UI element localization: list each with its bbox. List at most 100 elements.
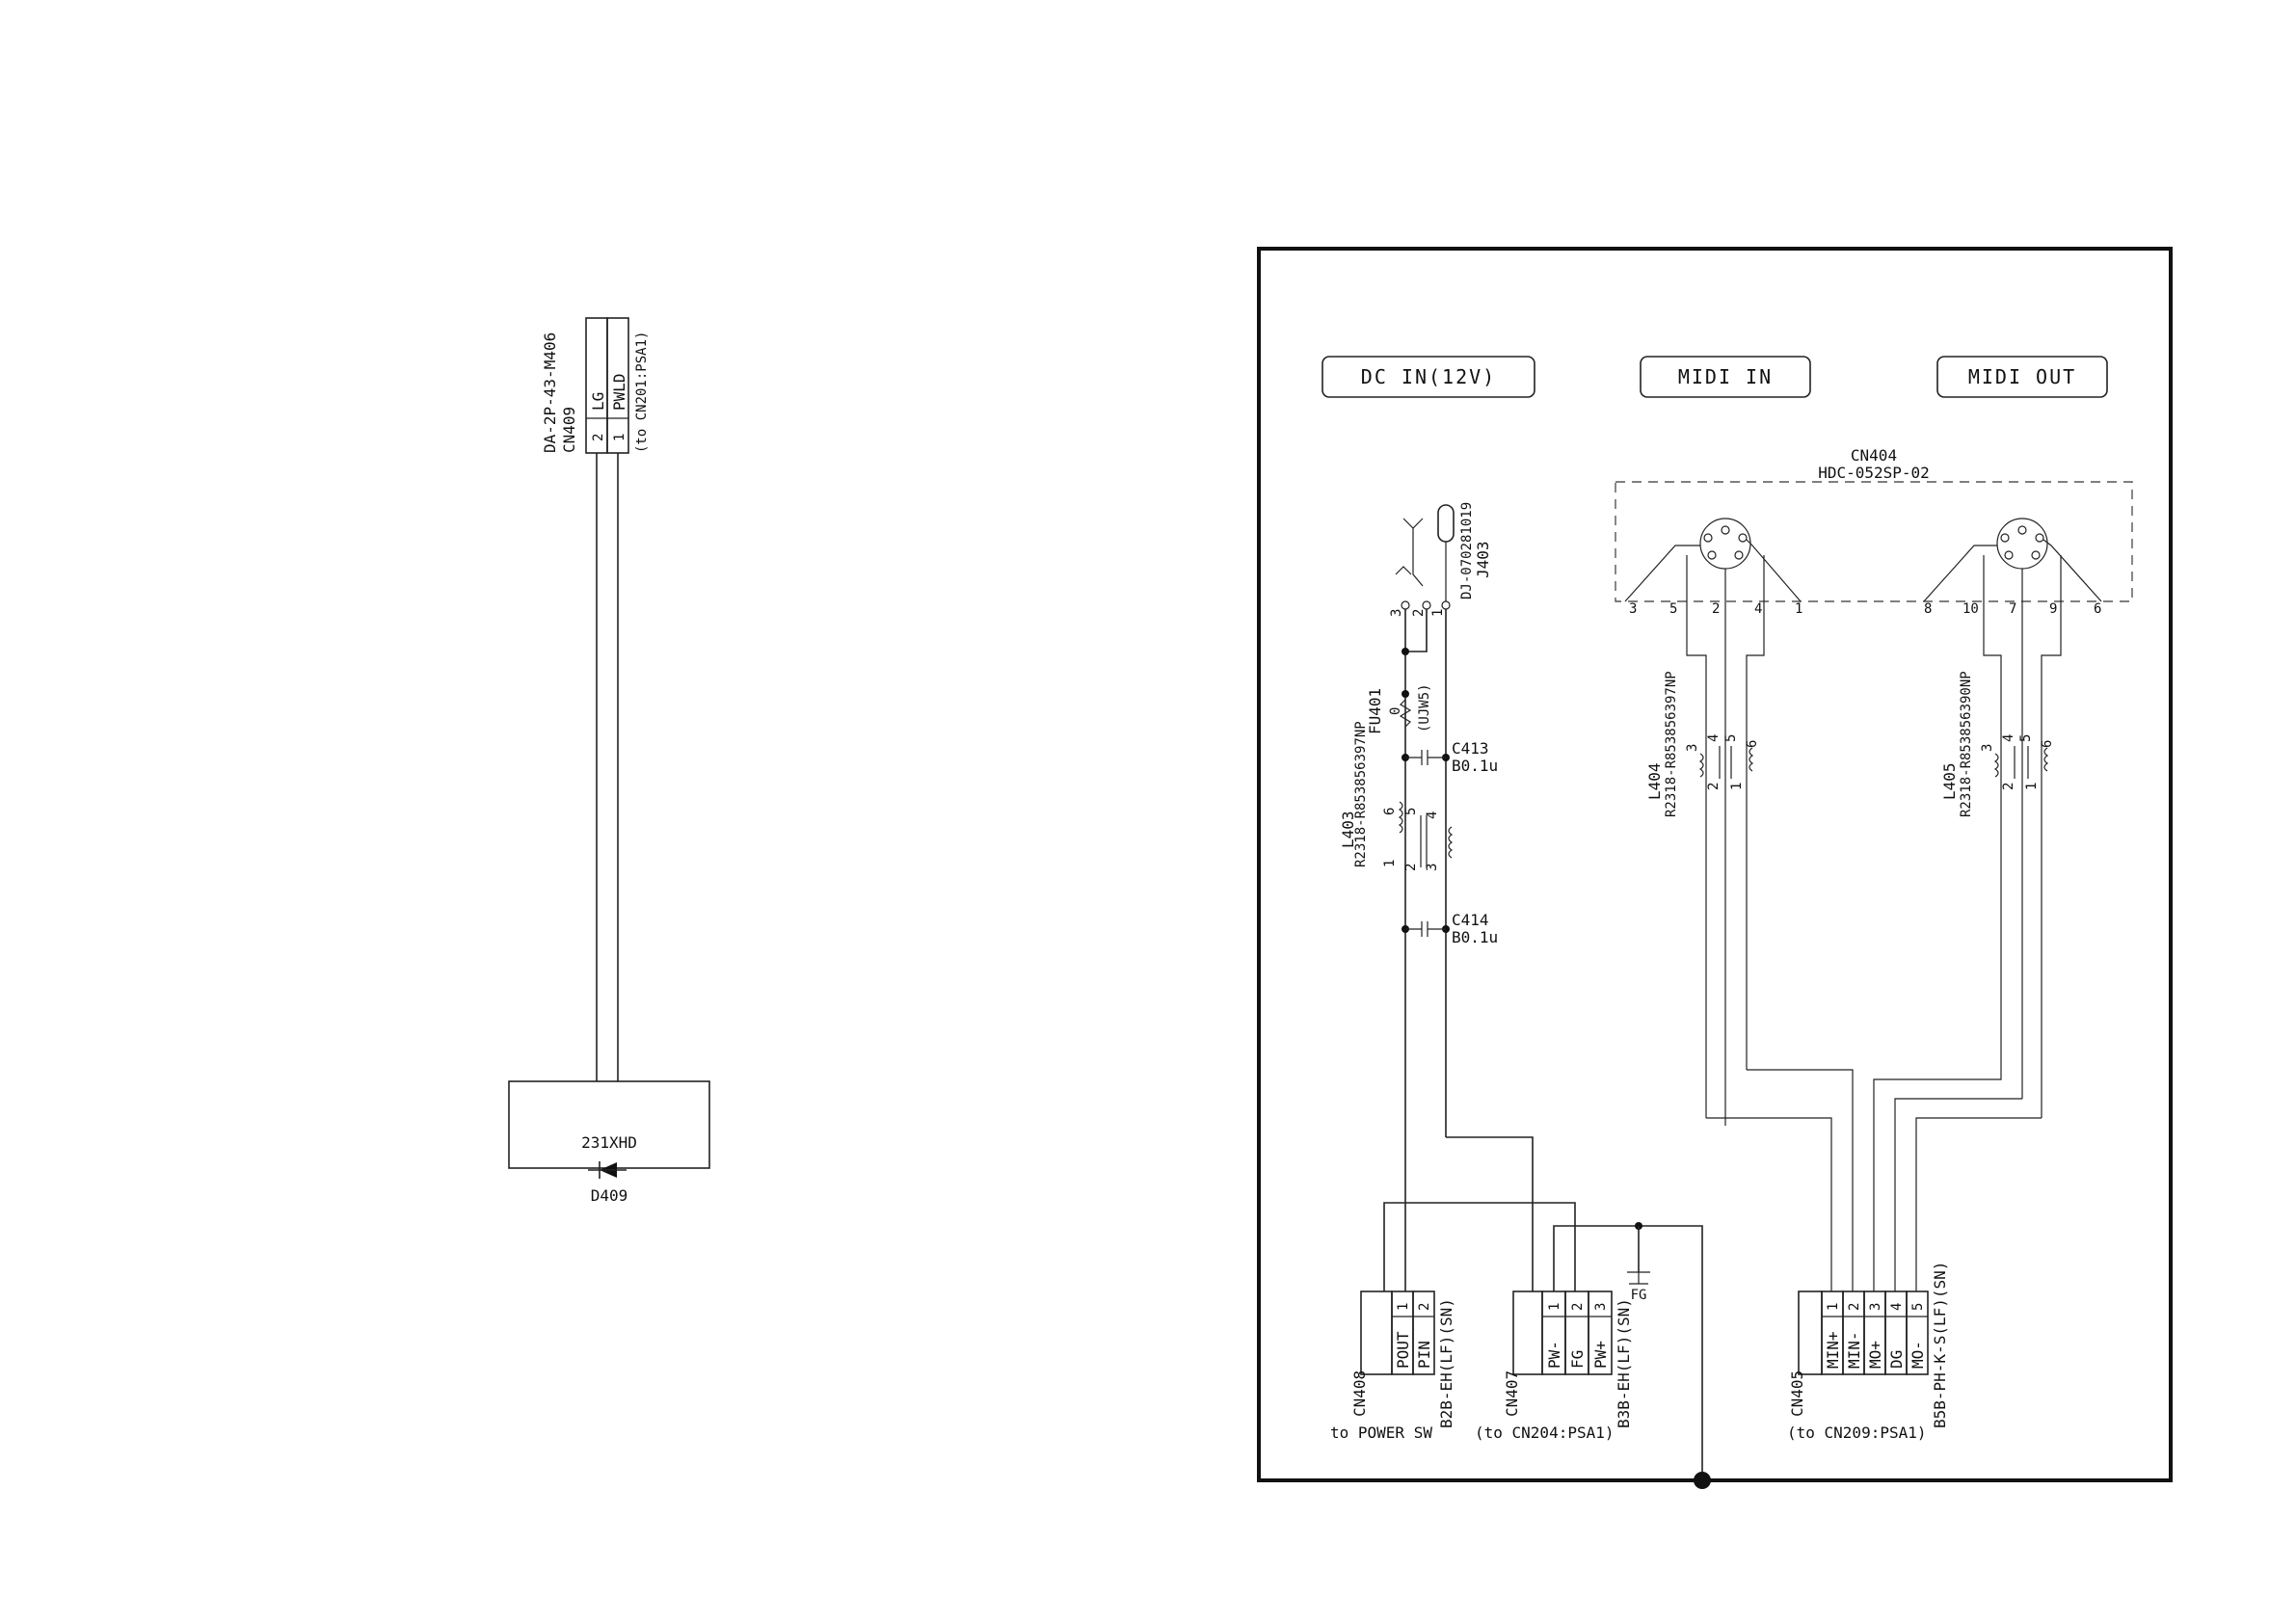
c414-value: B0.1u [1452,928,1498,946]
j403-pin-2: 2 [1411,609,1427,617]
c413-value: B0.1u [1452,757,1498,775]
l403-choke: R2318-R853856397NP L403 6 5 4 1 2 3 [1339,721,1454,871]
main-board-frame [1257,247,2173,1482]
fu401-fuse: FU401 0 (UJW5) [1366,683,1432,734]
fu401-ref: FU401 [1366,688,1384,734]
midi-out-pin-8: 8 [1924,601,1932,617]
cn407-connector: 1 2 3 PW- FG PW+ B3B-EH(LF)(SN) CN407 (t… [1475,1290,1633,1442]
l403-part: R2318-R853856397NP [1353,721,1369,867]
c414-ref: C414 [1452,911,1489,929]
l404-pin-4: 4 [1706,734,1722,742]
midi-out-pin-6: 6 [2094,601,2101,617]
cn408-ref: CN408 [1350,1370,1369,1417]
c413-ref: C413 [1452,739,1489,758]
midi-in-pin-2: 2 [1712,601,1720,617]
l403-pin-1: 1 [1382,860,1398,867]
frame-ground-node [1694,1472,1711,1489]
midi-out-pin-7: 7 [2009,601,2016,617]
l404-part: R2318-R853856397NP [1664,671,1679,817]
cn408-connector: 1 2 POUT PIN B2B-EH(LF)(SN) CN408 to POW… [1330,1290,1455,1442]
midi-out-pin-10: 10 [1962,601,1979,617]
dc-in-section: 3 2 1 DJ-070281019 J403 FU401 0 (UJW5) [1339,502,1711,1489]
cn409-note: (to CN201:PSA1) [634,332,650,453]
l405-part: R2318-R853856390NP [1959,671,1974,817]
fu401-part: (UJW5) [1417,683,1432,732]
cn405-connector: 1 2 3 4 5 MIN+ MIN- MO+ DG MO- B5B-PH-K-… [1787,1262,1949,1442]
l404-ref: L404 [1645,762,1664,800]
cn405-pin-5-number: 5 [1910,1303,1926,1311]
l403-coil-left-icon [1398,801,1403,834]
fg-ground-label: FG [1631,1288,1647,1303]
l403-ref: L403 [1339,811,1357,848]
l403-pin-4: 4 [1425,812,1440,819]
l404-coil-right-icon [1749,747,1754,772]
j403-pin-1: 1 [1430,609,1446,617]
midi-out-pin-9: 9 [2049,601,2057,617]
midi-out-label: MIDI OUT [1968,365,2076,388]
cn405-pin-4-number: 4 [1889,1303,1905,1311]
l405-coil-left-icon [1993,753,1999,778]
fuse-symbol-icon [1399,699,1412,728]
cn405-pin-2-number: 2 [1847,1303,1862,1311]
cn407-destination: (to CN204:PSA1) [1475,1423,1615,1442]
d409-led-board: 231XHD D409 [508,1080,710,1205]
cn405-pin-1-name: MIN+ [1824,1331,1842,1369]
cn405-pin-2-name: MIN- [1845,1331,1863,1369]
l403-coil-right-icon [1448,826,1454,859]
cn405-destination: (to CN209:PSA1) [1787,1423,1927,1442]
l405-choke: L405 R2318-R853856390NP 3 4 5 6 2 1 [1940,671,2055,1118]
j403-pin-3: 3 [1389,609,1404,617]
l405-ref: L405 [1940,762,1959,800]
cn409-connector: 2 1 LG PWLD DA-2P-43-M406 CN409 (to CN20… [541,317,650,454]
jack-plug-icon [1437,504,1455,543]
cn409-pin-1-name: PWLD [610,373,628,411]
cn409-ref: CN409 [560,407,578,453]
midi-in-din-socket: 3 5 2 4 1 [1624,518,1802,675]
midi-in-pin-3: 3 [1629,601,1637,617]
cn405-pin-5-name: MO- [1909,1341,1927,1369]
fu401-value: 0 [1388,707,1403,715]
l405-pin-2: 2 [2001,783,2016,790]
d409-part: 231XHD [581,1133,637,1152]
l403-pin-2: 2 [1403,864,1419,871]
cn409-part-number: DA-2P-43-M406 [541,333,559,453]
section-labels: DC IN(12V) MIDI IN MIDI OUT [1322,356,2108,398]
j403-dc-jack: 3 2 1 DJ-070281019 J403 [1389,502,1492,617]
l405-pin-5: 5 [2018,734,2034,742]
cn409-pin-2-number: 2 [591,434,606,441]
cn407-pin-3-number: 3 [1593,1303,1609,1311]
cn405-part: B5B-PH-K-S(LF)(SN) [1931,1262,1949,1428]
dc-in-label: DC IN(12V) [1361,365,1496,388]
l403-pin-6: 6 [1382,808,1398,815]
cn407-pin-3-name: PW+ [1591,1341,1610,1369]
midi-section: CN404 HDC-052SP-02 3 5 2 4 1 [1615,446,2133,1291]
cn407-pin-2-name: FG [1568,1350,1587,1369]
cn408-destination: to POWER SW [1330,1423,1432,1442]
cn405-ref: CN405 [1788,1370,1806,1417]
l404-pin-6: 6 [1745,740,1760,748]
cn404-part: HDC-052SP-02 [1818,464,1930,482]
cn407-pin-2-number: 2 [1570,1303,1586,1311]
cn409-pin-1-number: 1 [612,434,627,441]
l404-choke: L404 R2318-R853856397NP 3 4 5 6 2 1 [1645,671,1760,1118]
cn408-part: B2B-EH(LF)(SN) [1437,1298,1455,1428]
cn405-pin-3-number: 3 [1868,1303,1883,1311]
cn404-ref: CN404 [1851,446,1897,465]
l404-pin-3: 3 [1685,744,1700,752]
cn409-pin-2-name: LG [589,392,607,411]
left-subboard: 2 1 LG PWLD DA-2P-43-M406 CN409 (to CN20… [508,317,710,1205]
cn405-pin-3-name: MO+ [1866,1341,1884,1369]
cn408-pin-2-number: 2 [1417,1303,1432,1311]
cn408-pin-1-number: 1 [1396,1303,1411,1311]
cn404-outline [1615,481,2133,602]
l405-pin-4: 4 [2001,734,2016,742]
l404-pin-5: 5 [1723,734,1739,742]
cn408-pin-2-name: PIN [1415,1341,1433,1369]
l405-pin-6: 6 [2040,740,2055,748]
c413-capacitor: C413 B0.1u [1402,739,1498,775]
l404-coil-left-icon [1698,753,1704,778]
d409-ref: D409 [591,1186,628,1205]
cn405-pin-4-name: DG [1887,1350,1906,1369]
cn407-pin-1-name: PW- [1545,1341,1563,1369]
